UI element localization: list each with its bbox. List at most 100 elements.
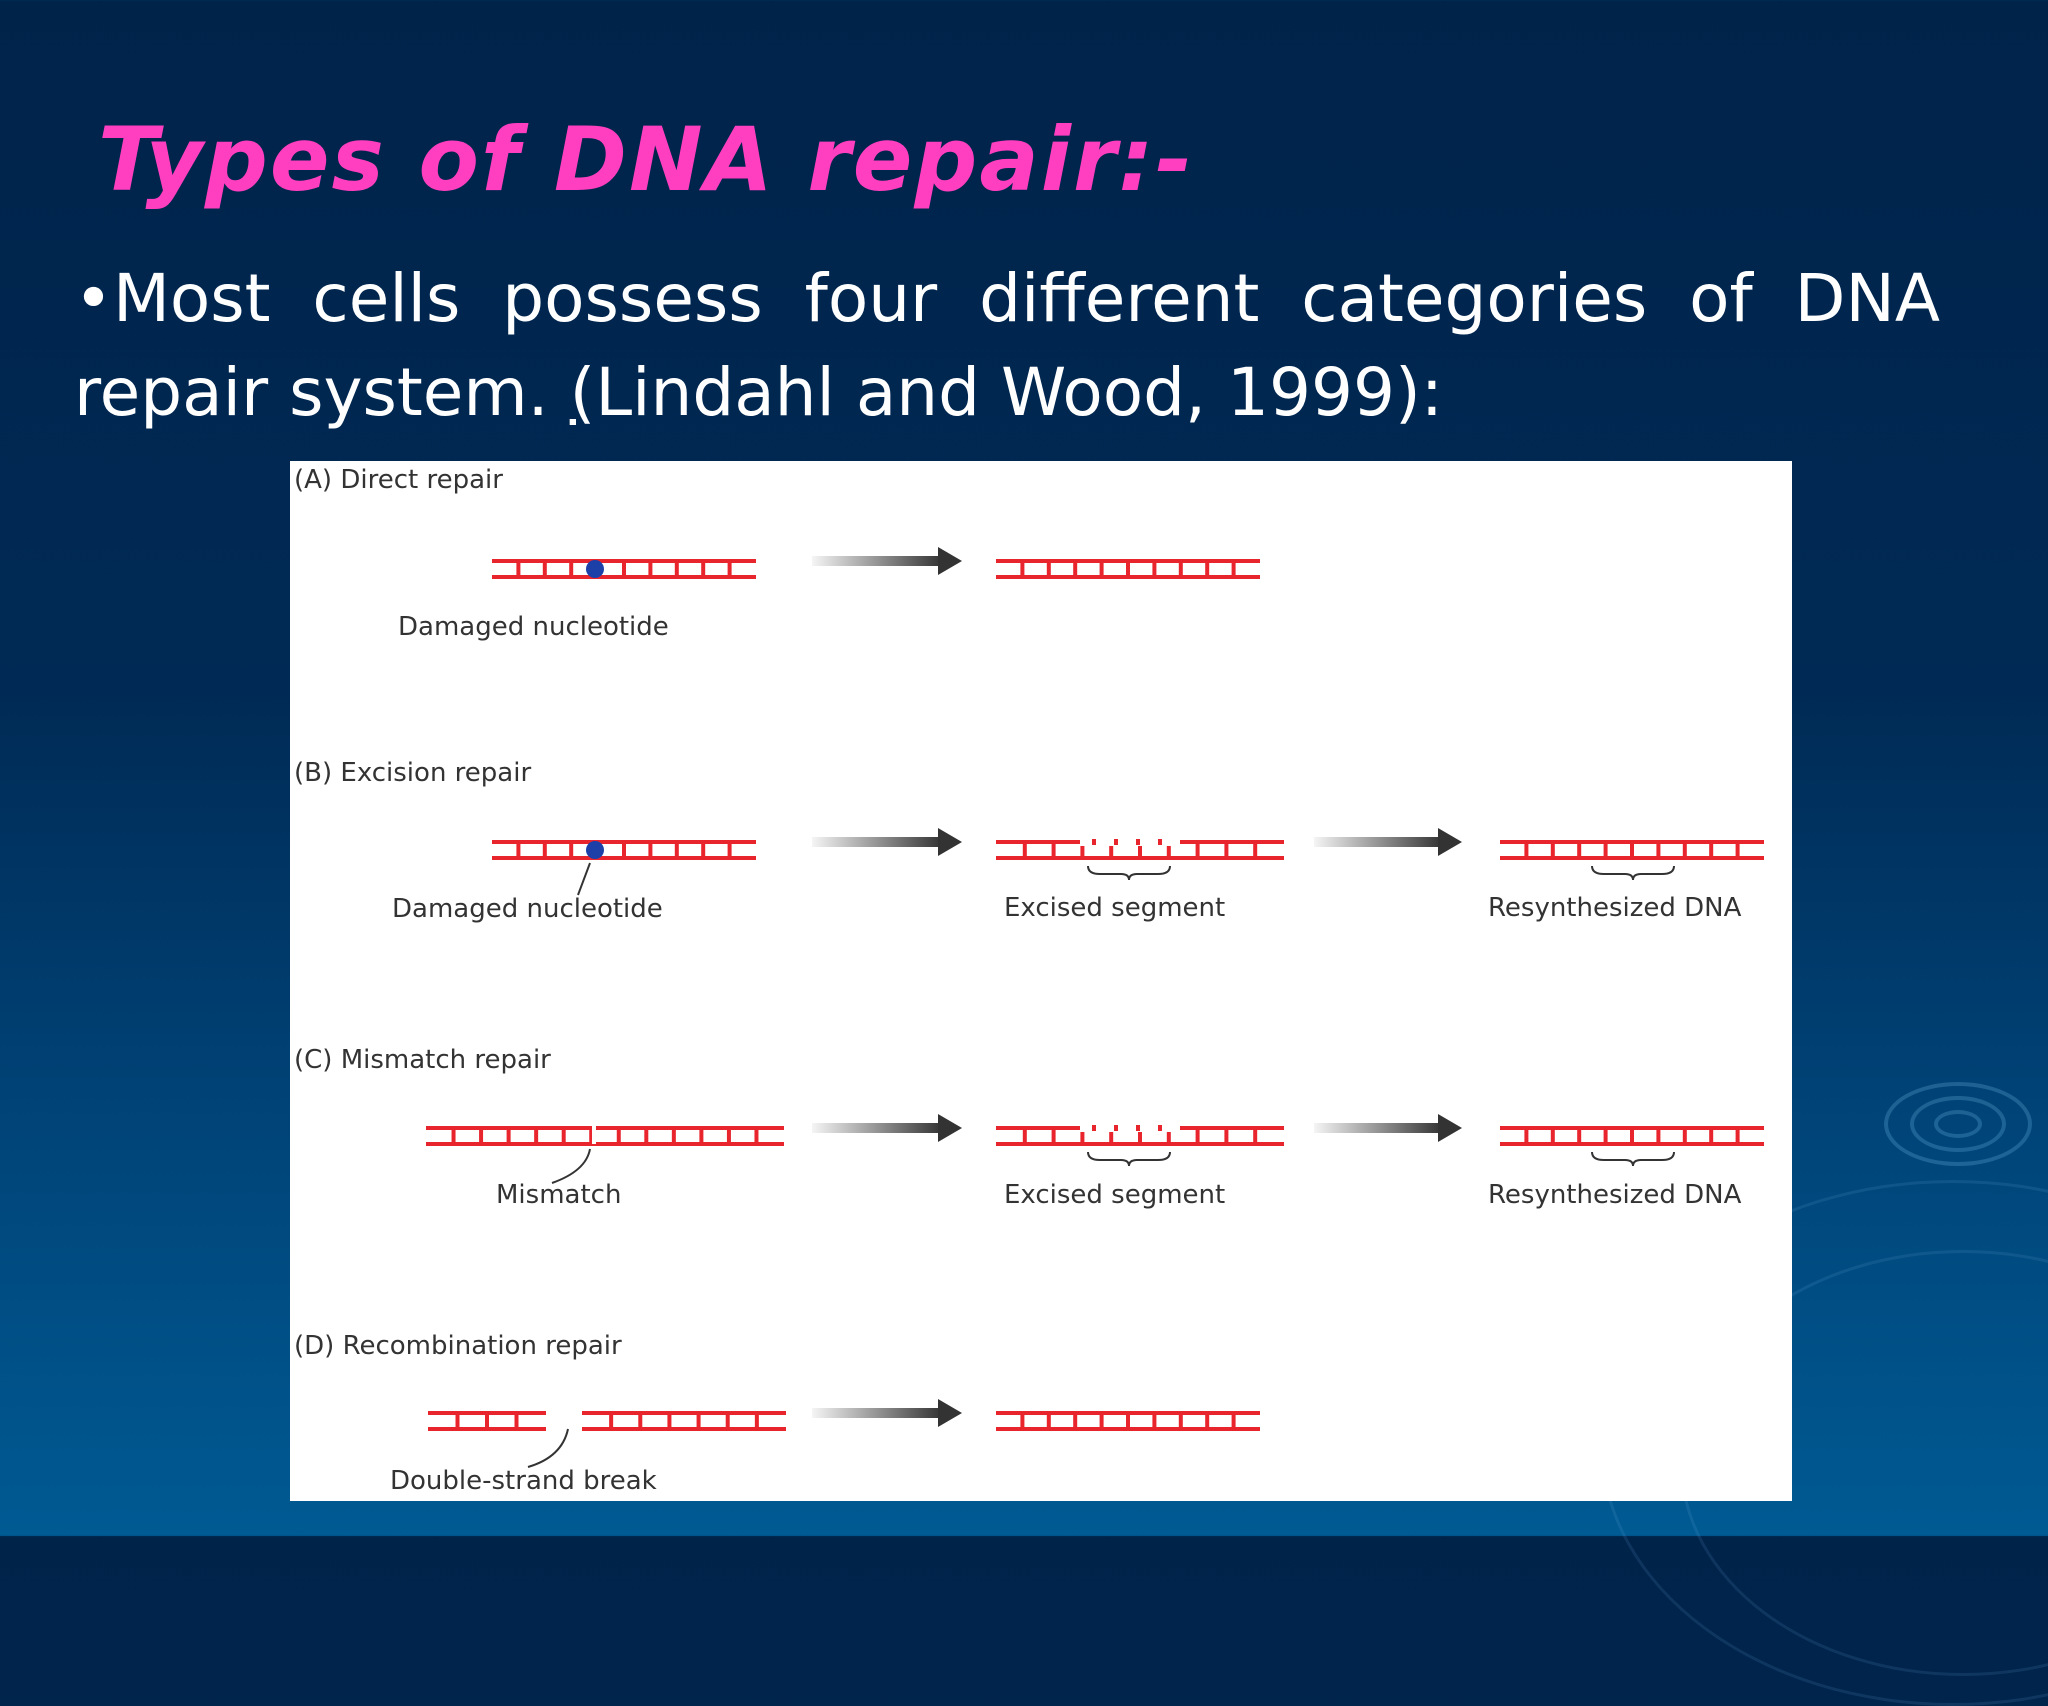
mismatch-mark bbox=[592, 1124, 596, 1144]
panel-c-excised-dna-rung bbox=[1138, 1128, 1142, 1144]
panel-c-mismatch-dna-rung bbox=[644, 1128, 649, 1144]
panel-b-damaged-leader bbox=[577, 862, 591, 896]
panel-c-excised-dna-rung bbox=[1022, 1128, 1027, 1144]
panel-b-arrow-2-shaft bbox=[1314, 837, 1442, 847]
panel-b-damaged-dna-rung bbox=[542, 842, 547, 858]
panel-c-resynthesized-dna-rung bbox=[1577, 1128, 1582, 1144]
panel-c-excised-dna-excised-gap bbox=[1080, 1124, 1180, 1132]
panel-a-damaged-dna-rung bbox=[648, 561, 653, 577]
panel-b-arrow-2-head bbox=[1438, 828, 1462, 856]
panel-c-excised-dna-rung bbox=[1224, 1128, 1229, 1144]
panel-b-excised-dna-rung bbox=[1253, 842, 1258, 858]
panel-b-excised-dna-nick bbox=[1114, 839, 1118, 845]
dna-repair-figure: (A) Direct repair Damaged nucleotide (B)… bbox=[290, 461, 1792, 1501]
panel-c-mismatch-leader bbox=[551, 1148, 591, 1184]
panel-b-excised-dna-nick bbox=[1092, 839, 1096, 845]
panel-c-arrow-2-head bbox=[1438, 1114, 1462, 1142]
panel-a-arrow-head bbox=[938, 547, 962, 575]
panel-b-damaged-dna-rung bbox=[727, 842, 732, 858]
panel-a-damaged-dna-rung bbox=[674, 561, 679, 577]
panel-d-right-fragment-rung bbox=[638, 1413, 643, 1429]
panel-a-repaired-dna-rung bbox=[1099, 561, 1104, 577]
panel-d-right-fragment-rung bbox=[609, 1413, 614, 1429]
panel-c-arrow-2-shaft bbox=[1314, 1123, 1442, 1133]
panel-b-heading: (B) Excision repair bbox=[294, 758, 531, 788]
figure-canvas: (A) Direct repair Damaged nucleotide (B)… bbox=[294, 465, 1764, 1496]
panel-c-arrow-1-head bbox=[938, 1114, 962, 1142]
panel-c-excised-dna-nick bbox=[1114, 1125, 1118, 1131]
panel-c-excised-dna-rung bbox=[1195, 1128, 1200, 1144]
panel-c-resynthesized-dna-brace bbox=[1591, 1151, 1675, 1167]
panel-a-damaged-dna-rung bbox=[569, 561, 574, 577]
panel-d-right-fragment-rung bbox=[725, 1413, 730, 1429]
panel-c-mismatch-dna-rung bbox=[726, 1128, 731, 1144]
panel-c-mismatch-dna-rung bbox=[699, 1128, 704, 1144]
slide-title: Types of DNA repair:- bbox=[98, 108, 1195, 211]
panel-a-arrow-shaft bbox=[812, 556, 942, 566]
panel-d-label-break: Double-strand break bbox=[390, 1466, 657, 1496]
panel-b-excised-dna-rung bbox=[1138, 842, 1142, 858]
panel-c-resynthesized-dna-rung bbox=[1682, 1128, 1687, 1144]
panel-c-excised-dna-rung bbox=[1080, 1128, 1085, 1144]
panel-b-resynthesized-dna-rung bbox=[1577, 842, 1582, 858]
panel-a-damaged-dna-rung bbox=[542, 561, 547, 577]
damaged-nucleotide-dot bbox=[586, 841, 604, 859]
panel-c-mismatch-dna-bottom-strand bbox=[426, 1142, 784, 1146]
citation-bracket: ( bbox=[569, 354, 596, 431]
panel-b-excised-dna-nick bbox=[1136, 839, 1140, 845]
panel-d-left-fragment-rung bbox=[455, 1413, 460, 1429]
panel-b-resynthesized-dna-rung bbox=[1709, 842, 1714, 858]
panel-c-mismatch-dna-rung bbox=[589, 1128, 594, 1144]
panel-c-excised-dna-brace bbox=[1087, 1151, 1171, 1167]
panel-d-left-fragment-rung bbox=[514, 1413, 519, 1429]
panel-b-excised-dna-rung bbox=[1195, 842, 1200, 858]
panel-a-damaged-dna-rung bbox=[622, 561, 626, 577]
panel-b-excised-dna-rung bbox=[1022, 842, 1027, 858]
panel-c-mismatch-dna-rung bbox=[561, 1128, 566, 1144]
panel-b-resynthesized-dna-rung bbox=[1524, 842, 1529, 858]
panel-b-damaged-dna-rung bbox=[516, 842, 521, 858]
panel-c-excised-dna-rung bbox=[1166, 1128, 1171, 1144]
panel-b-resynthesized-dna-rung bbox=[1550, 842, 1555, 858]
panel-d-arrow-head bbox=[938, 1399, 962, 1427]
panel-c-mismatch-dna-rung bbox=[616, 1128, 621, 1144]
panel-d-arrow-shaft bbox=[812, 1408, 942, 1418]
panel-c-mismatch-dna-rung bbox=[754, 1128, 759, 1144]
panel-c-resynthesized-dna-rung bbox=[1603, 1128, 1608, 1144]
panel-c-mismatch-dna-rung bbox=[506, 1128, 511, 1144]
panel-d-left-fragment-rung bbox=[485, 1413, 489, 1429]
intro-citation: Lindahl and Wood, 1999): bbox=[595, 354, 1443, 431]
panel-b-damaged-dna-rung bbox=[648, 842, 653, 858]
panel-b-excised-dna-rung bbox=[1109, 842, 1114, 858]
panel-c-excised-dna-nick bbox=[1136, 1125, 1140, 1131]
panel-a-repaired-dna-rung bbox=[1231, 561, 1236, 577]
panel-c-label-excised: Excised segment bbox=[1004, 1180, 1225, 1210]
panel-b-resynthesized-dna-rung bbox=[1630, 842, 1634, 858]
panel-b-resynthesized-dna-rung bbox=[1735, 842, 1740, 858]
panel-b-damaged-dna-rung bbox=[701, 842, 706, 858]
panel-a-repaired-dna-rung bbox=[1046, 561, 1051, 577]
panel-c-resynthesized-dna-rung bbox=[1656, 1128, 1661, 1144]
panel-a-repaired-dna-rung bbox=[1073, 561, 1078, 577]
panel-b-resynthesized-dna-rung bbox=[1603, 842, 1608, 858]
panel-d-repaired-dna-rung bbox=[1178, 1413, 1183, 1429]
panel-b-excised-dna-rung bbox=[1051, 842, 1056, 858]
panel-b-excised-dna-excised-gap bbox=[1080, 838, 1180, 846]
panel-c-heading: (C) Mismatch repair bbox=[294, 1045, 551, 1075]
panel-b-excised-dna-rung bbox=[1080, 842, 1085, 858]
panel-c-mismatch-dna-rung bbox=[451, 1128, 456, 1144]
panel-a-damaged-dna-rung bbox=[516, 561, 521, 577]
panel-b-label-excised: Excised segment bbox=[1004, 893, 1225, 923]
panel-b-arrow-1-shaft bbox=[812, 837, 942, 847]
panel-c-excised-dna-rung bbox=[1109, 1128, 1114, 1144]
panel-a-heading: (A) Direct repair bbox=[294, 465, 503, 495]
panel-d-repaired-dna-rung bbox=[1126, 1413, 1130, 1429]
panel-b-excised-dna-brace bbox=[1087, 865, 1171, 881]
panel-b-label-damaged: Damaged nucleotide bbox=[392, 894, 663, 924]
panel-c-mismatch-dna-rung bbox=[479, 1128, 484, 1144]
panel-b-resynthesized-dna-rung bbox=[1656, 842, 1661, 858]
panel-b-resynthesized-dna-brace bbox=[1591, 865, 1675, 881]
panel-d-repaired-dna-rung bbox=[1099, 1413, 1104, 1429]
panel-c-resynthesized-dna-rung bbox=[1735, 1128, 1740, 1144]
panel-d-repaired-dna-rung bbox=[1020, 1413, 1025, 1429]
